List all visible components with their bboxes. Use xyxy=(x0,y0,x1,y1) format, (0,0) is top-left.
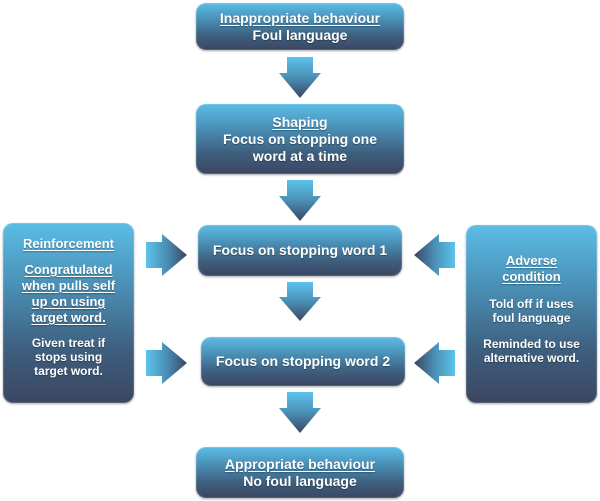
word-2-box: Focus on stopping word 2 xyxy=(201,337,405,386)
adverse-condition-box: Adverse condition Told off if uses foul … xyxy=(466,225,597,403)
shaping-box: Shaping Focus on stopping one word at a … xyxy=(196,104,404,174)
left-arrow-icon xyxy=(414,342,455,384)
shaping-title: Shaping xyxy=(272,113,328,130)
shaping-line-2: word at a time xyxy=(252,147,348,164)
reinforcement-plain-line: target word. xyxy=(34,364,103,378)
reinforcement-line: up on using xyxy=(31,294,106,309)
down-arrow-icon xyxy=(279,180,321,221)
left-arrow-icon xyxy=(414,234,455,276)
adverse-para2-line: alternative word. xyxy=(483,351,580,365)
word-1-box: Focus on stopping word 1 xyxy=(198,225,402,276)
appropriate-behaviour-box: Appropriate behaviour No foul language xyxy=(196,447,404,498)
shaping-line-1: Focus on stopping one xyxy=(223,130,377,147)
down-arrow-icon xyxy=(279,282,321,321)
adverse-para1-line: Told off if uses xyxy=(489,297,574,311)
reinforcement-plain-line: stops using xyxy=(34,350,103,364)
adverse-para1-line: foul language xyxy=(492,311,571,325)
inappropriate-behaviour-box: Inappropriate behaviour Foul language xyxy=(196,3,404,50)
reinforcement-line: Congratulated xyxy=(24,262,113,277)
inappropriate-behaviour-text: Foul language xyxy=(252,26,348,43)
word-2-text: Focus on stopping word 2 xyxy=(215,353,391,369)
reinforcement-line: target word. xyxy=(31,310,106,325)
right-arrow-icon xyxy=(146,342,187,384)
right-arrow-icon xyxy=(146,234,187,276)
reinforcement-title: Reinforcement xyxy=(22,236,115,251)
reinforcement-box: Reinforcement Congratulated when pulls s… xyxy=(3,223,134,403)
adverse-title-line: condition xyxy=(502,269,561,284)
down-arrow-icon xyxy=(279,392,321,433)
inappropriate-behaviour-title: Inappropriate behaviour xyxy=(219,9,381,26)
adverse-title-line: Adverse xyxy=(505,253,558,268)
reinforcement-plain-line: Given treat if xyxy=(31,336,106,350)
adverse-para2-line: Reminded to use xyxy=(483,337,580,351)
appropriate-behaviour-text: No foul language xyxy=(243,472,357,489)
down-arrow-icon xyxy=(279,57,321,98)
reinforcement-line: when pulls self xyxy=(21,278,116,293)
appropriate-behaviour-title: Appropriate behaviour xyxy=(224,455,376,472)
word-1-text: Focus on stopping word 1 xyxy=(212,242,388,258)
